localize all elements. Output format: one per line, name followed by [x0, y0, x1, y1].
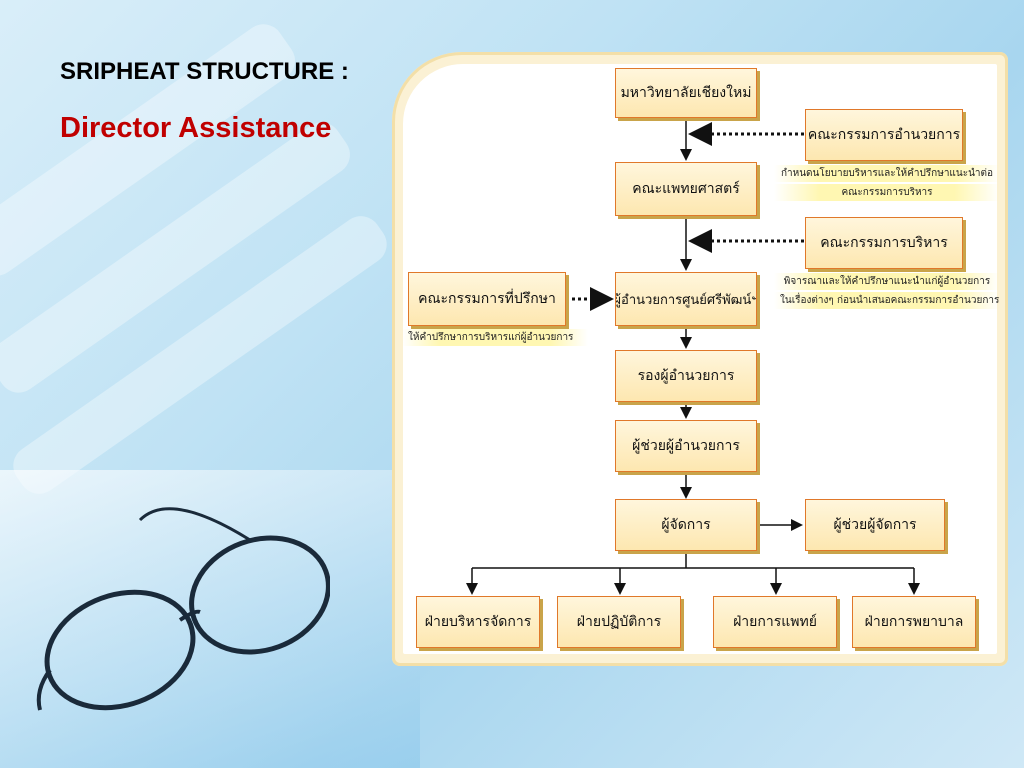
node-assistant-manager: ผู้ช่วยผู้จัดการ — [805, 499, 945, 551]
node-manager: ผู้จัดการ — [615, 499, 757, 551]
node-faculty: คณะแพทยศาสตร์ — [615, 162, 757, 216]
node-dept-admin: ฝ่ายบริหารจัดการ — [416, 596, 540, 648]
node-dept-nursing: ฝ่ายการพยาบาล — [852, 596, 976, 648]
node-university: มหาวิทยาลัยเชียงใหม่ — [615, 68, 757, 118]
note-admin-committee-line2: คณะกรรมการบริหาร — [774, 184, 1000, 201]
node-assistant-director: ผู้ช่วยผู้อำนวยการ — [615, 420, 757, 472]
note-exec-committee-line2: ในเรื่องต่างๆ ก่อนนำเสนอคณะกรรมการอำนวยก… — [774, 292, 1000, 309]
node-deputy-director: รองผู้อำนวยการ — [615, 350, 757, 402]
node-director: ผู้อำนวยการศูนย์ศรีพัฒน์ฯ — [615, 272, 757, 326]
slide-subtitle: Director Assistance — [60, 112, 332, 144]
node-dept-operations: ฝ่ายปฏิบัติการ — [557, 596, 681, 648]
node-advisory-committee: คณะกรรมการที่ปรึกษา — [408, 272, 566, 326]
node-exec-committee: คณะกรรมการบริหาร — [805, 217, 963, 269]
eyeglasses-image — [36, 507, 330, 711]
note-advisory-committee: ให้คำปรึกษาการบริหารแก่ผู้อำนวยการ — [402, 329, 588, 346]
note-exec-committee-line1: พิจารณาและให้คำปรึกษาแนะนำแก่ผู้อำนวยการ — [774, 273, 1000, 290]
slide-title: SRIPHEAT STRUCTURE : — [60, 58, 349, 85]
node-dept-medical: ฝ่ายการแพทย์ — [713, 596, 837, 648]
note-admin-committee-line1: กำหนดนโยบายบริหารและให้คำปรึกษาแนะนำต่อ — [774, 165, 1000, 182]
node-admin-committee: คณะกรรมการอำนวยการ — [805, 109, 963, 161]
